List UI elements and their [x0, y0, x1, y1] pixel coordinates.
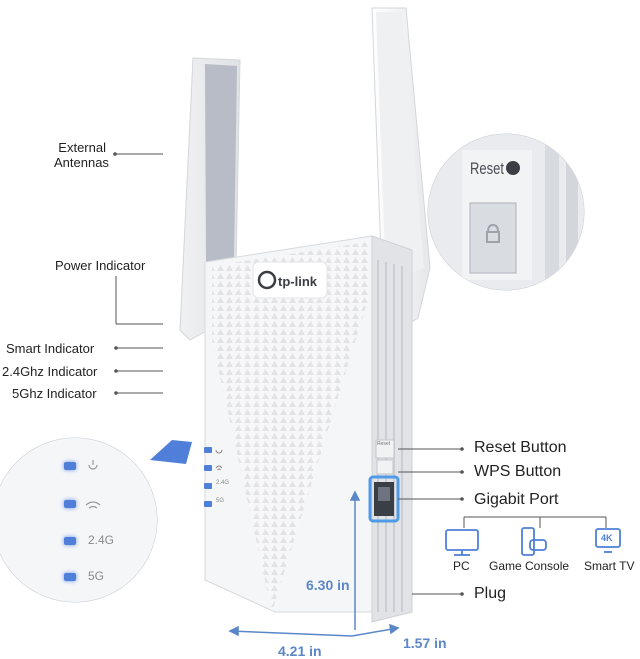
extender-body: [204, 235, 413, 623]
gigabit-port-label: Gigabit Port: [474, 491, 559, 508]
zoom-5g-text: 5G: [88, 569, 105, 583]
right-leader-lines: [398, 448, 607, 595]
plug-label: Plug: [474, 585, 507, 602]
smart-indicator-label: Smart Indicator: [6, 341, 95, 356]
device-led-5g-text: 5G: [216, 498, 225, 504]
ghz5-indicator-label: 5Ghz Indicator: [12, 386, 97, 401]
game-console-label: Game Console: [489, 559, 570, 573]
external-antennas-line1: External: [58, 140, 106, 155]
dimension-arrows: [228, 490, 400, 637]
external-antennas-label: External Antennas: [54, 140, 109, 170]
wps-button-label: WPS Button: [474, 463, 562, 480]
led-zoom-circle: [0, 437, 192, 603]
zoom-24g-led: [64, 537, 76, 545]
zoom-power-led: [64, 462, 76, 470]
power-indicator-label: Power Indicator: [55, 258, 146, 273]
pc-label: PC: [453, 559, 470, 573]
depth-dimension: 1.57 in: [403, 635, 447, 651]
zoom-reset-text: Reset: [470, 159, 504, 178]
reset-button-label: Reset Button: [474, 439, 567, 456]
side-reset-mini-text: Reset: [377, 441, 391, 447]
zoom-smart-led: [64, 500, 76, 508]
left-leader-dots: [113, 152, 118, 395]
height-dimension: 6.30 in: [306, 577, 350, 593]
width-dimension: 4.21 in: [278, 643, 322, 659]
device-icons: [445, 527, 621, 556]
brand-logo: tp-link: [278, 274, 317, 289]
external-antennas-line2: Antennas: [54, 155, 109, 170]
side-ribs: [377, 260, 403, 612]
zoom-24g-text: 2.4G: [88, 533, 115, 547]
reset-zoom-circle: [427, 133, 585, 291]
right-leader-dots: [460, 447, 464, 596]
left-leader-lines: [115, 153, 163, 394]
smart-tv-label: Smart TV: [584, 559, 635, 573]
tv-4k-badge: 4K: [601, 533, 613, 543]
device-led-24g-text: 2.4G: [216, 480, 230, 486]
ghz24-indicator-label: 2.4Ghz Indicator: [2, 364, 98, 379]
zoom-5g-led: [64, 573, 76, 581]
